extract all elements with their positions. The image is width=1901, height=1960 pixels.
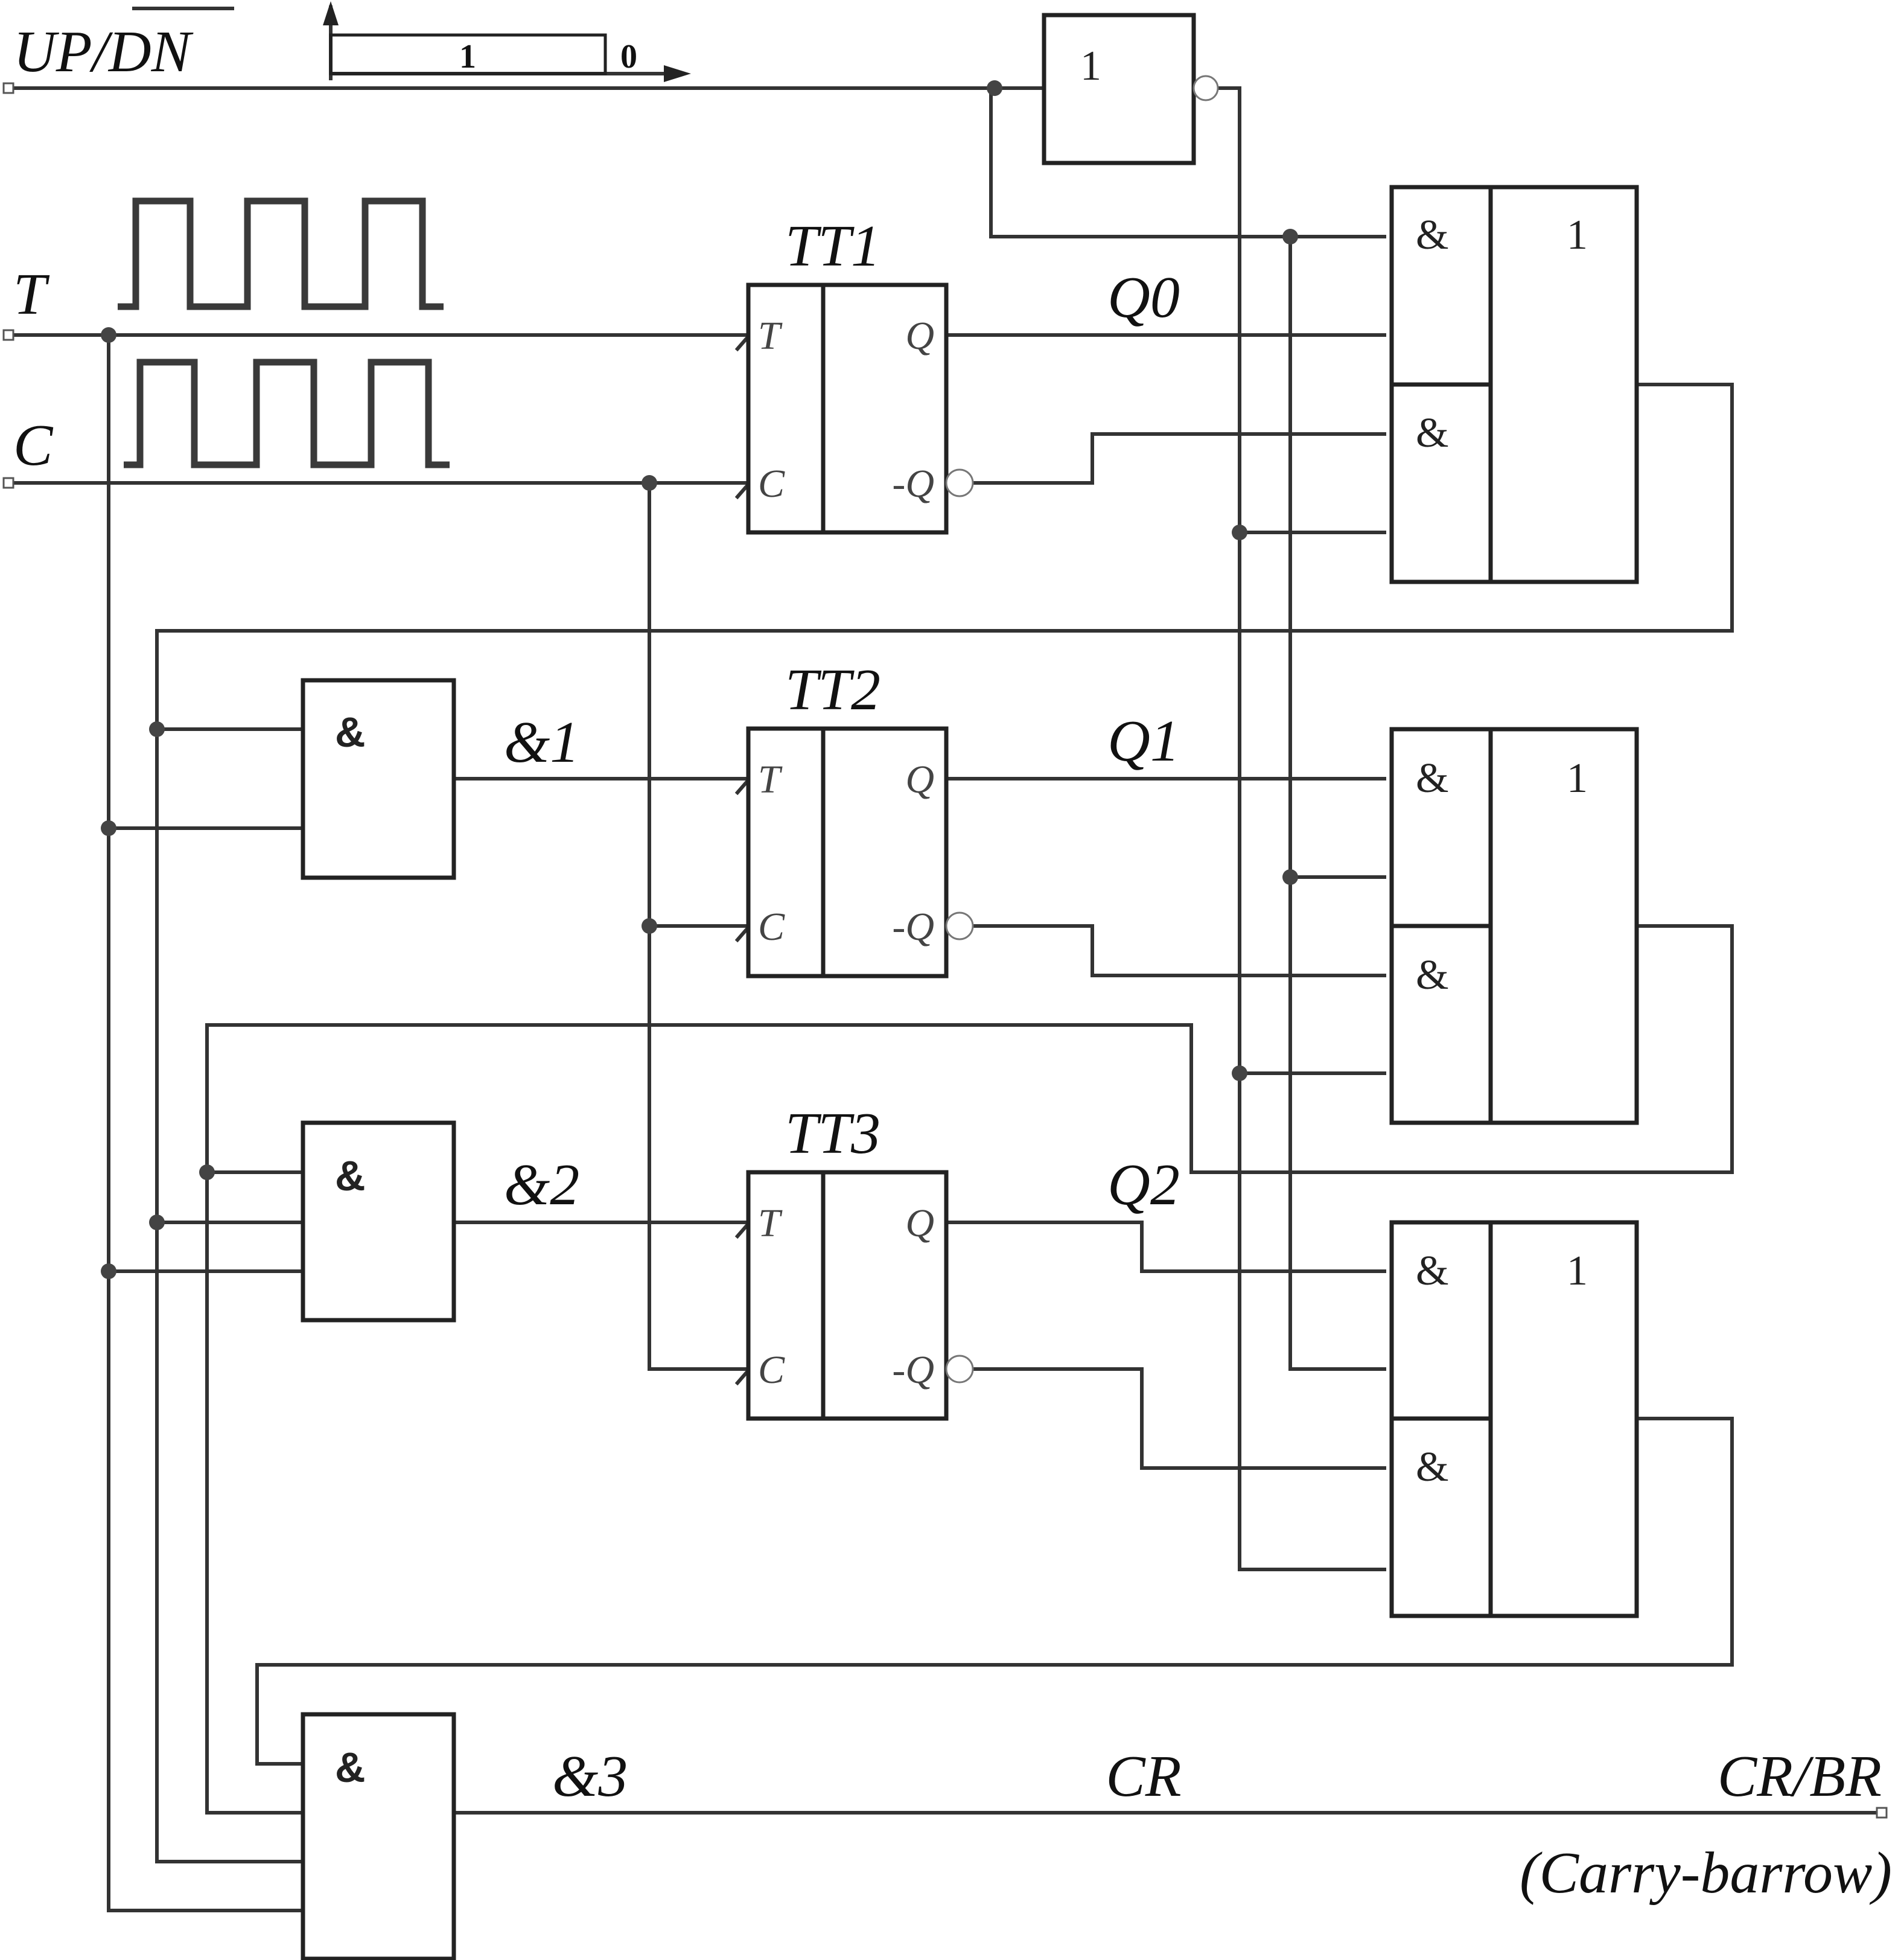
- cr-br-terminal[interactable]: [1876, 1807, 1888, 1819]
- pin-t: T: [758, 1201, 783, 1245]
- mode-scale: 1 0: [323, 1, 691, 82]
- cr-label: CR: [1106, 1744, 1181, 1809]
- pin-q: Q: [905, 1201, 934, 1245]
- pin-not-q: -Q: [892, 462, 934, 506]
- and-bottom-symbol: &: [1416, 952, 1448, 998]
- and-top-symbol: &: [1416, 1248, 1448, 1294]
- and-symbol: &: [335, 1152, 366, 1199]
- inverter-symbol: 1: [1080, 43, 1101, 89]
- c-waveform: [124, 359, 450, 468]
- and-output-label: &1: [504, 710, 579, 775]
- pin-c: C: [758, 462, 785, 506]
- and-gate-1: & &1: [301, 678, 579, 880]
- pin-c: C: [758, 1348, 785, 1392]
- and-symbol: &: [335, 1744, 366, 1791]
- updn-terminal[interactable]: [2, 82, 14, 94]
- and-output-label: &2: [504, 1152, 579, 1218]
- mode-scale-zero: 0: [620, 38, 637, 75]
- pin-not-q: -Q: [892, 1348, 934, 1392]
- pin-c: C: [758, 905, 785, 949]
- junction-dots: [101, 80, 1298, 1279]
- c-input-label: C: [13, 413, 54, 478]
- wires: [10, 86, 1879, 1912]
- pin-q: Q: [905, 314, 934, 358]
- and-or-block-3: & & 1: [1389, 1220, 1639, 1618]
- and-symbol: &: [335, 709, 366, 756]
- or-symbol: 1: [1567, 212, 1588, 258]
- and-top-symbol: &: [1416, 755, 1448, 802]
- not-q-bubble: [945, 1355, 974, 1384]
- and-or-block-2: & & 1: [1389, 727, 1639, 1125]
- flipflop-tt1: TT1 T C Q -Q: [746, 214, 974, 535]
- inverter: 1: [1042, 13, 1219, 165]
- and-top-symbol: &: [1416, 212, 1448, 258]
- q2-label: Q2: [1107, 1152, 1180, 1218]
- flipflop-title: TT1: [785, 214, 880, 279]
- and-output-label: &3: [552, 1744, 628, 1809]
- and-gate-2: & &2: [301, 1120, 579, 1323]
- not-q-bubble: [945, 468, 974, 497]
- or-symbol: 1: [1567, 1248, 1588, 1294]
- pin-t: T: [758, 314, 783, 358]
- t-waveform: [118, 197, 444, 310]
- updn-label: UP/DN: [13, 19, 194, 85]
- not-q-bubble: [945, 911, 974, 940]
- inverter-bubble: [1193, 75, 1219, 101]
- q0-label: Q0: [1107, 265, 1180, 330]
- t-terminal[interactable]: [2, 329, 14, 341]
- and-or-block-1: & & 1: [1389, 185, 1639, 584]
- and-bottom-symbol: &: [1416, 410, 1448, 456]
- c-terminal[interactable]: [2, 477, 14, 489]
- flipflop-title: TT2: [785, 657, 880, 723]
- pin-not-q: -Q: [892, 905, 934, 949]
- mode-scale-one: 1: [459, 38, 476, 75]
- q1-label: Q1: [1107, 709, 1180, 774]
- flipflop-tt2: TT2 T C Q -Q: [746, 657, 974, 978]
- carry-borrow-note: (Carry-barrow): [1520, 1840, 1892, 1906]
- terminals: [2, 82, 1888, 1819]
- flipflop-title: TT3: [785, 1101, 880, 1166]
- cr-br-label: CR/BR: [1718, 1744, 1882, 1809]
- t-input-label: T: [13, 262, 50, 327]
- or-symbol: 1: [1567, 755, 1588, 802]
- and-gate-3: & &3: [301, 1712, 628, 1960]
- pin-q: Q: [905, 758, 934, 802]
- flipflop-tt3: TT3 T C Q -Q: [746, 1101, 974, 1421]
- and-bottom-symbol: &: [1416, 1444, 1448, 1490]
- pin-t: T: [758, 758, 783, 802]
